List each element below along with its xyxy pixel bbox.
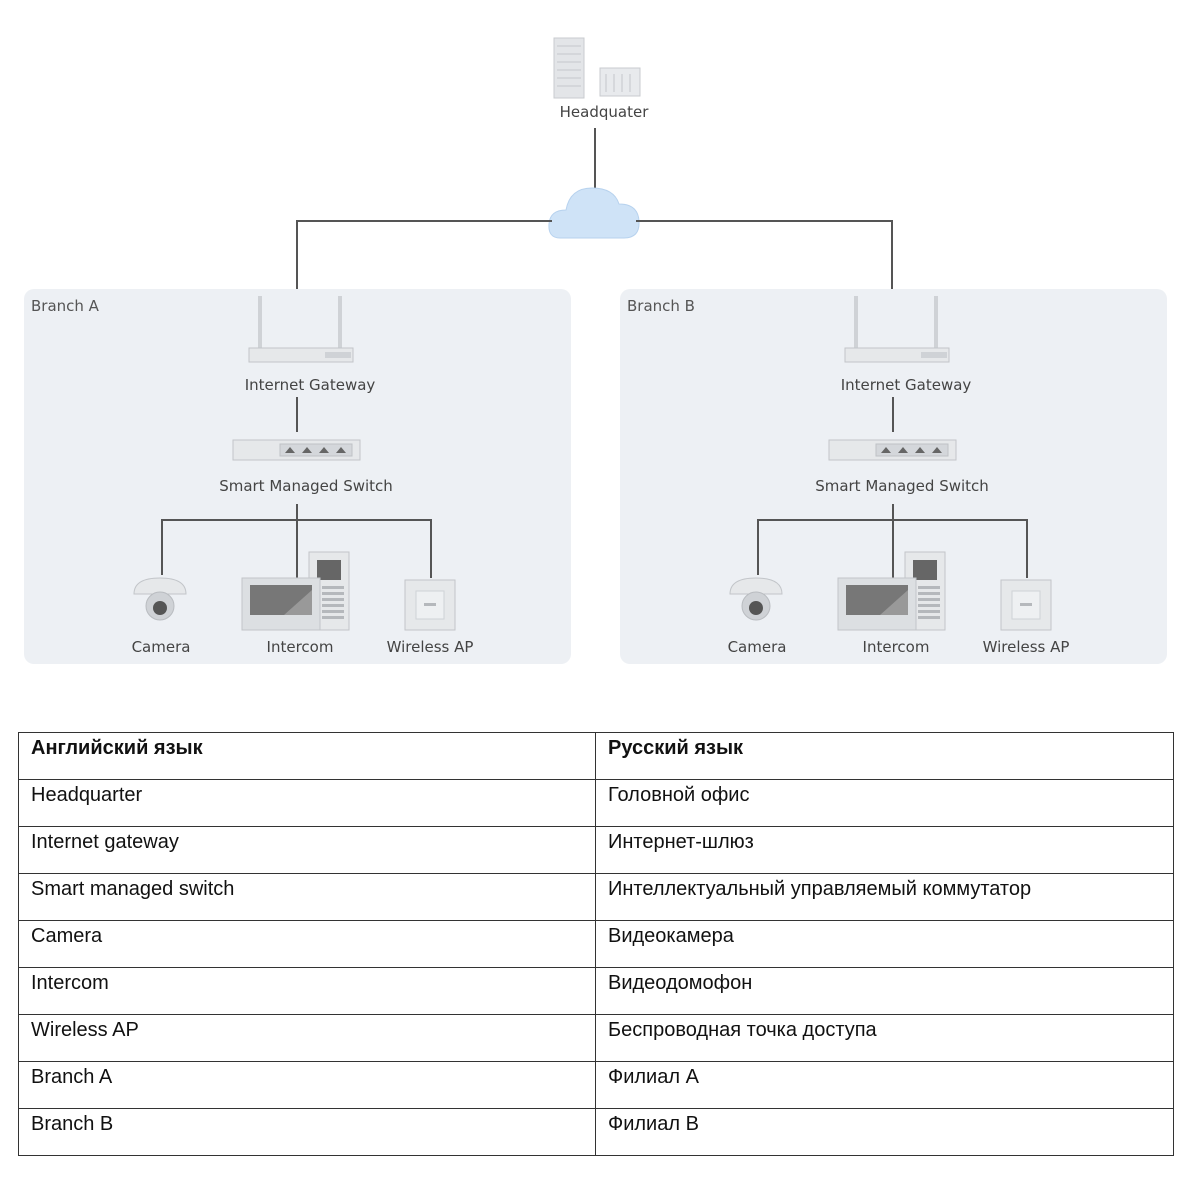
branch-panel-bg — [24, 289, 571, 664]
camera-icon — [729, 577, 783, 621]
cell-english: Intercom — [18, 967, 596, 1015]
wireless-ap-icon — [404, 579, 456, 631]
intercom-icon — [241, 551, 350, 631]
wireless-ap-label: Wireless AP — [983, 638, 1070, 656]
cell-russian: Головной офис — [595, 779, 1174, 827]
switch-label: Smart Managed Switch — [219, 477, 393, 495]
switch-label: Smart Managed Switch — [815, 477, 989, 495]
building-icon — [553, 37, 641, 99]
camera-label: Camera — [728, 638, 787, 656]
cell-english: Camera — [18, 920, 596, 968]
cell-english: Smart managed switch — [18, 873, 596, 921]
router-icon — [844, 296, 950, 363]
cell-russian: Филиал В — [595, 1108, 1174, 1156]
cell-english: Wireless AP — [18, 1014, 596, 1062]
camera-icon — [133, 577, 187, 621]
router-icon — [248, 296, 354, 363]
cloud-icon — [548, 187, 640, 239]
cell-russian: Интеллектуальный управляемый коммутатор — [595, 873, 1174, 921]
cell-russian: Беспроводная точка доступа — [595, 1014, 1174, 1062]
header-english: Английский язык — [18, 732, 596, 780]
switch-icon — [232, 439, 361, 461]
wireless-ap-label: Wireless AP — [387, 638, 474, 656]
wireless-ap-icon — [1000, 579, 1052, 631]
gateway-label: Internet Gateway — [245, 376, 376, 394]
cell-english: Internet gateway — [18, 826, 596, 874]
glossary-table: Английский язык Русский язык Headquarter… — [18, 732, 1174, 1156]
table-header-row: Английский язык Русский язык — [18, 732, 1174, 780]
camera-label: Camera — [132, 638, 191, 656]
cell-english: Headquarter — [18, 779, 596, 827]
cell-russian: Видеодомофон — [595, 967, 1174, 1015]
hq-label: Headquater — [560, 103, 650, 121]
switch-devices-bus — [757, 519, 1028, 578]
header-russian: Русский язык — [595, 732, 1174, 780]
branch-panel-bg — [620, 289, 1167, 664]
cell-english: Branch B — [18, 1108, 596, 1156]
branch-title: Branch A — [31, 297, 100, 315]
switch-icon — [828, 439, 957, 461]
cell-russian: Интернет-шлюз — [595, 826, 1174, 874]
network-diagram: Headquater Branch A Internet GatewaySmart… — [24, 37, 1167, 664]
cell-russian: Видеокамера — [595, 920, 1174, 968]
cell-russian: Филиал А — [595, 1061, 1174, 1109]
headquarter-node: Headquater — [553, 37, 650, 121]
intercom-label: Intercom — [863, 638, 930, 656]
intercom-label: Intercom — [267, 638, 334, 656]
gateway-label: Internet Gateway — [841, 376, 972, 394]
branch-title: Branch B — [627, 297, 695, 315]
switch-devices-bus — [161, 519, 432, 578]
intercom-icon — [837, 551, 946, 631]
cell-english: Branch A — [18, 1061, 596, 1109]
